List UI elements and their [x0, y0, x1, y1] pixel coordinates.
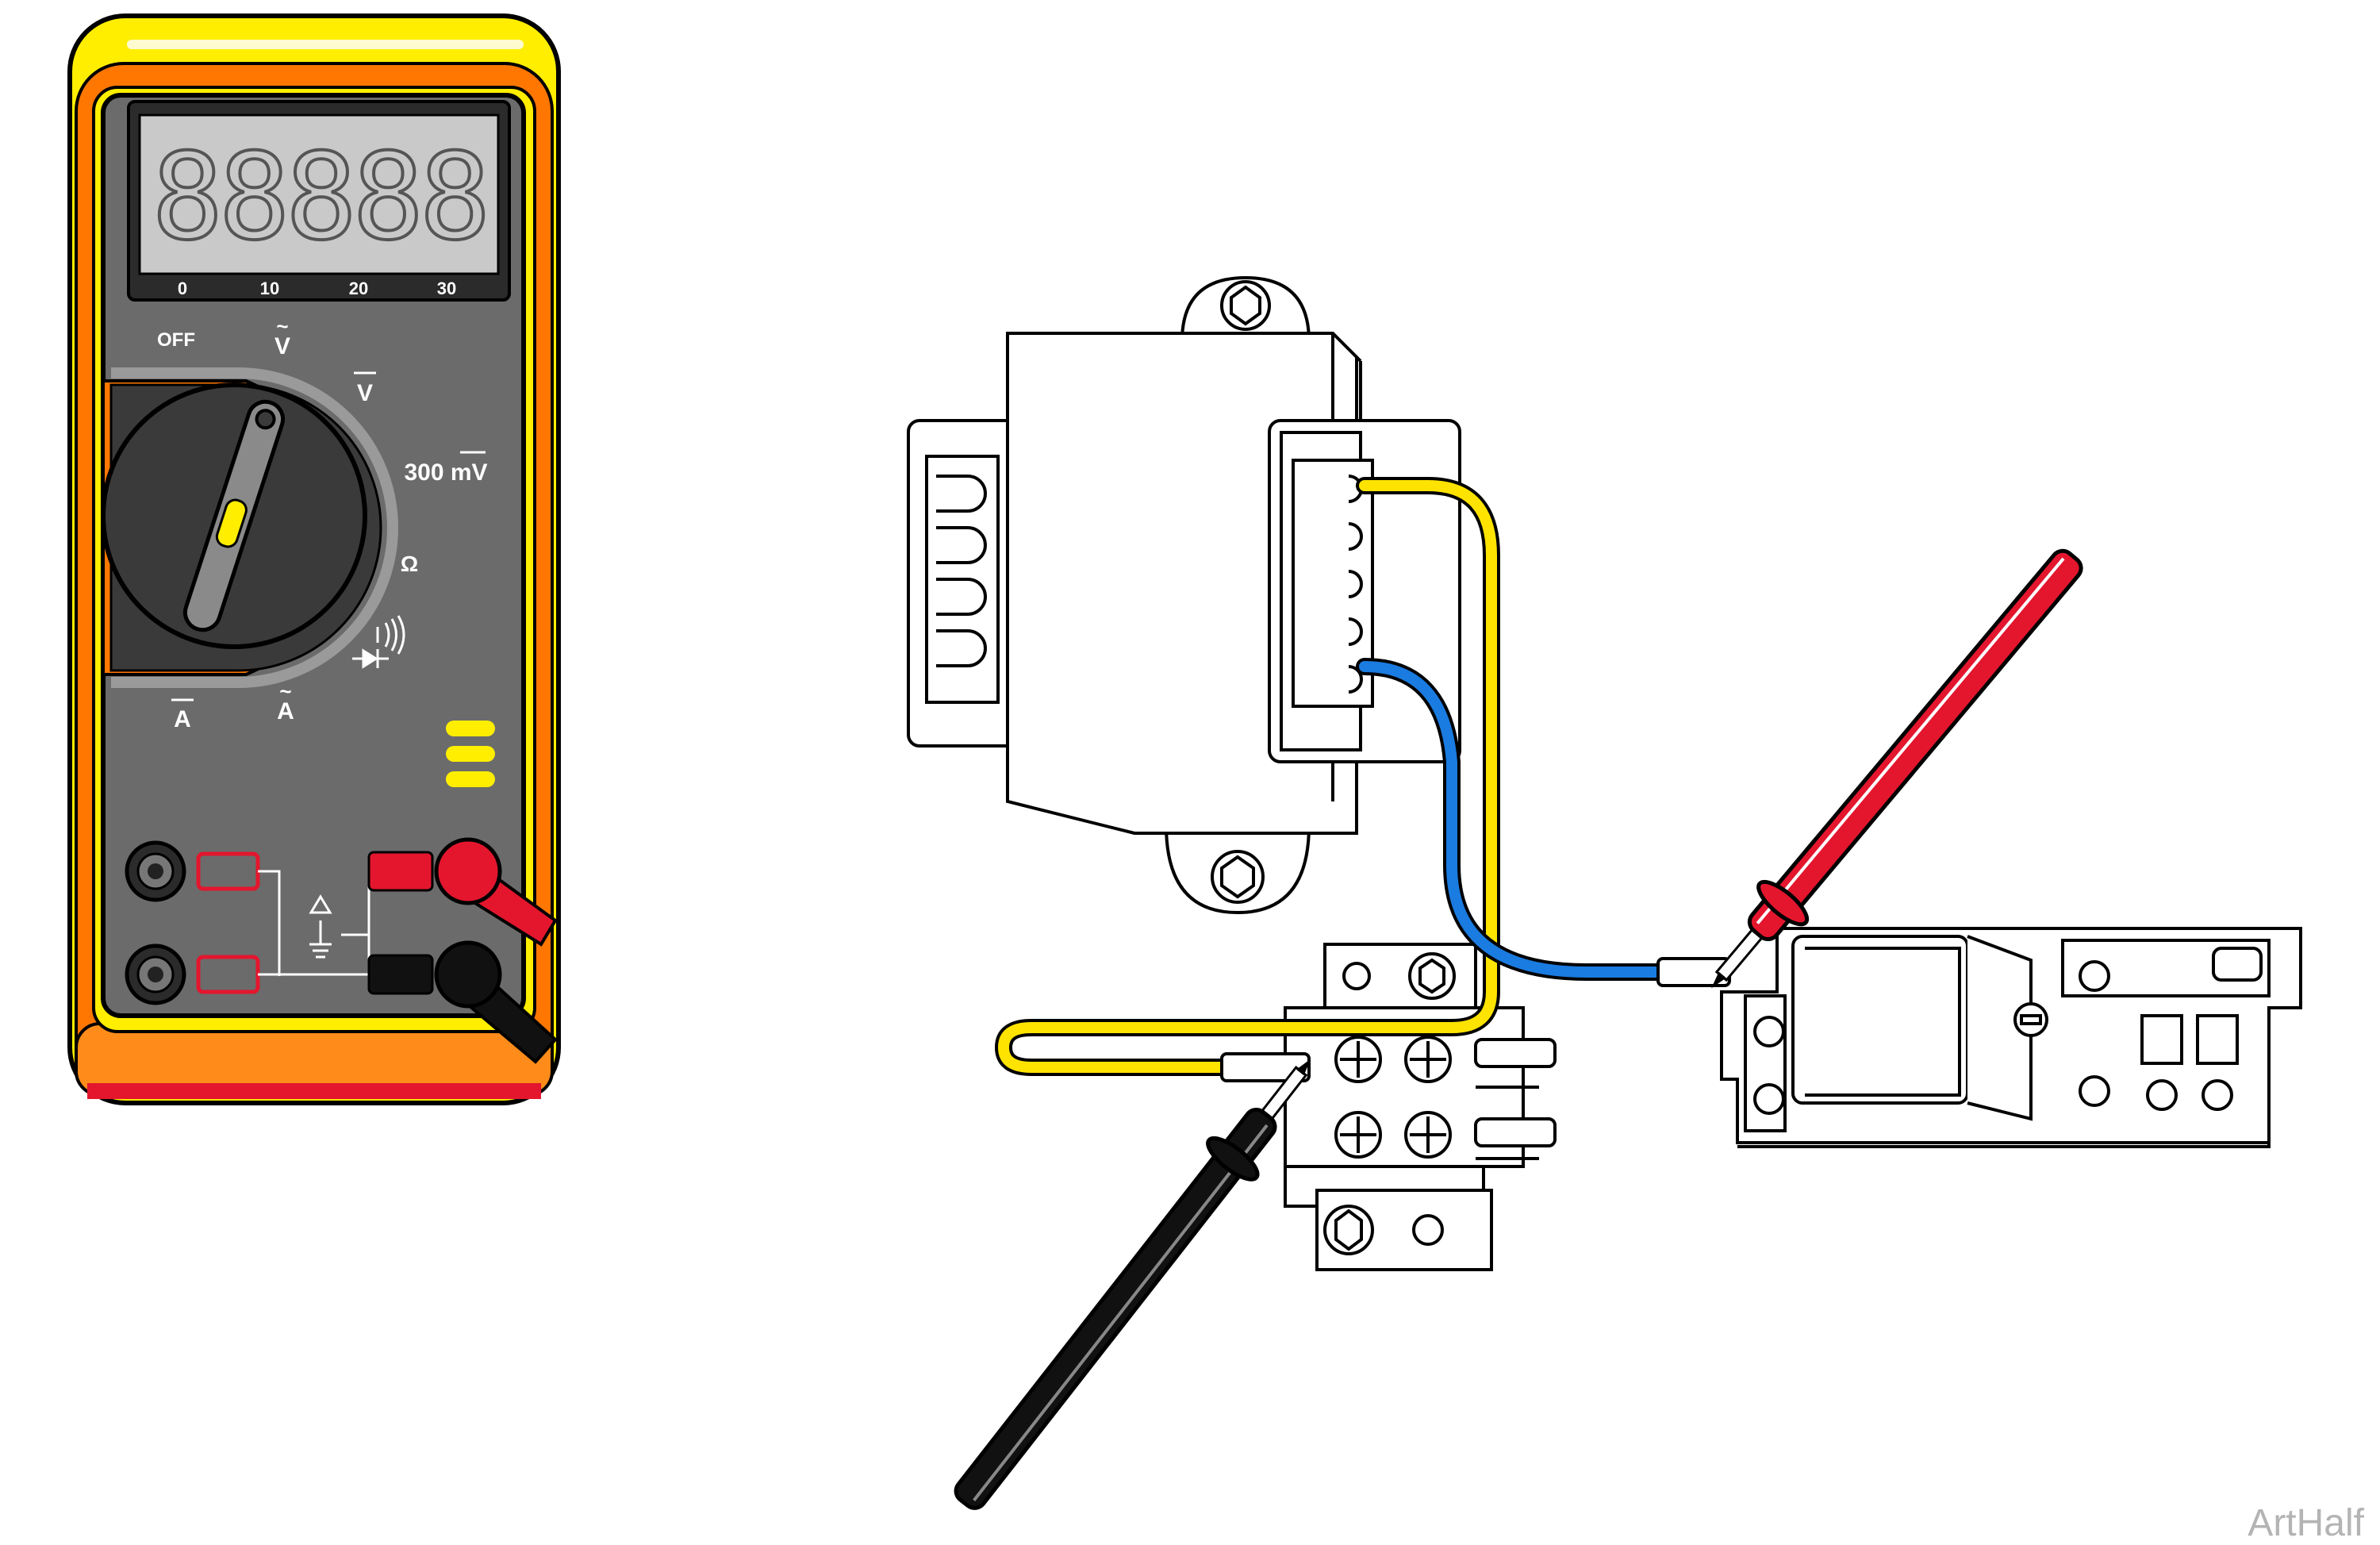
- meter-bottom-edge: [87, 1083, 541, 1099]
- scale-tick-30: 30: [437, 279, 456, 298]
- multimeter: 88888 0 10 20 30 OFF ~ V V 300 mV Ω: [67, 13, 561, 1105]
- continuity-icon: [376, 615, 405, 655]
- status-indicator: [446, 721, 495, 787]
- diode-icon: [352, 648, 389, 669]
- ground-icon: [309, 894, 332, 959]
- dial-label-ohms: Ω: [401, 552, 418, 576]
- dial-label-ac-volts: V: [274, 333, 290, 359]
- lcd-digits: 88888: [152, 129, 486, 267]
- dial-label-dc-amps: A: [174, 706, 191, 732]
- transformer: [907, 275, 1461, 915]
- yellow-wire: [994, 477, 1500, 1076]
- red-test-probe[interactable]: [1688, 537, 2097, 1008]
- red-probe-plug[interactable]: [434, 837, 558, 947]
- knob-indicator: [215, 498, 248, 548]
- jack-black-com[interactable]: [367, 954, 434, 995]
- relay: [1720, 927, 2302, 1148]
- terminal-screws: [1334, 1036, 1452, 1159]
- dial-label-millivolts: 300 mV: [404, 459, 487, 486]
- jack-red-volt[interactable]: [367, 851, 434, 892]
- knob-pointer: [182, 399, 286, 632]
- meter-highlight: [127, 40, 524, 49]
- blue-wire: [1356, 658, 1675, 981]
- dial-label-dc-volts: V: [357, 380, 373, 406]
- lcd-screen: [138, 113, 500, 275]
- dial-label-off: OFF: [157, 329, 195, 351]
- scale-tick-0: 0: [178, 279, 187, 298]
- jack-amps[interactable]: [125, 840, 186, 902]
- dial-label-ac-amps: A: [277, 698, 294, 724]
- scale-tick-20: 20: [349, 279, 368, 298]
- watermark: ArtHalf: [2248, 1502, 2364, 1544]
- scale-tick-10: 10: [260, 279, 279, 298]
- black-probe-plug[interactable]: [434, 940, 558, 1064]
- dial-label-ac-volts-tilde: ~: [276, 314, 288, 338]
- yellow-wire-ferrule: [1220, 1052, 1311, 1082]
- jack-ma[interactable]: [125, 944, 186, 1005]
- terminal-block: [1284, 943, 1557, 1271]
- dial-label-ac-amps-tilde: ~: [279, 679, 291, 703]
- black-test-probe[interactable]: [940, 1040, 1334, 1521]
- dial-ring: [111, 367, 398, 688]
